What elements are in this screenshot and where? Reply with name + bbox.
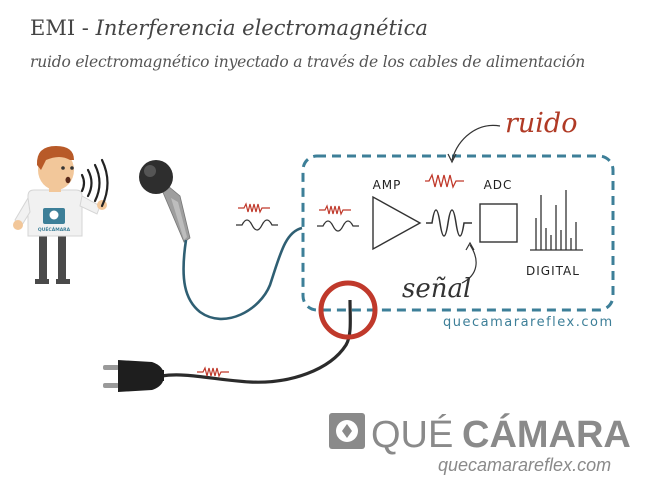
adc-label: ADC [484, 178, 513, 192]
noise-wave-amplified [425, 173, 464, 189]
title-main: EMI - [30, 16, 96, 40]
person-icon: QUÉCÁMARA [13, 146, 107, 284]
signal-wave-small-2 [317, 220, 359, 232]
logo-url: quecamarareflex.com [438, 455, 611, 475]
signal-label: señal [402, 274, 471, 304]
noise-wave-small-1 [238, 202, 270, 214]
microphone-cable [182, 226, 303, 321]
amplifier-triangle [372, 195, 422, 251]
logo-camara: CÁMARA [462, 412, 631, 456]
brand-logo: QUÉ CÁMARA quecamarareflex.com [329, 412, 631, 475]
diagram-subtitle: ruido electromagnético inyectado a travé… [30, 53, 585, 71]
noise-label: ruido [505, 108, 577, 139]
microphone-icon [139, 160, 191, 243]
power-plug-icon [103, 360, 164, 392]
signal-wave-small-1 [236, 219, 278, 231]
digital-spectrum-icon [530, 190, 583, 251]
noise-arrow [451, 124, 501, 161]
noise-wave-small-3 [197, 366, 229, 378]
signal-arrow [461, 244, 477, 284]
site-label-small: quecamarareflex.com [443, 315, 614, 330]
noise-wave-small-2 [319, 204, 351, 216]
title-italic: Interferencia electromagnética [95, 16, 428, 40]
digital-label: DIGITAL [526, 264, 580, 278]
noise-entry-ring [318, 280, 378, 340]
diagram-title: EMI - Interferencia electromagnética [30, 16, 428, 40]
amp-label: AMP [373, 178, 402, 192]
power-cable [161, 299, 352, 384]
sound-waves-icon [80, 158, 109, 208]
signal-wave-amplified [426, 209, 472, 237]
adc-box [479, 203, 518, 243]
logo-que: QUÉ [371, 413, 453, 456]
device-box [301, 154, 615, 312]
person-badge-text: QUÉCÁMARA [38, 225, 71, 233]
